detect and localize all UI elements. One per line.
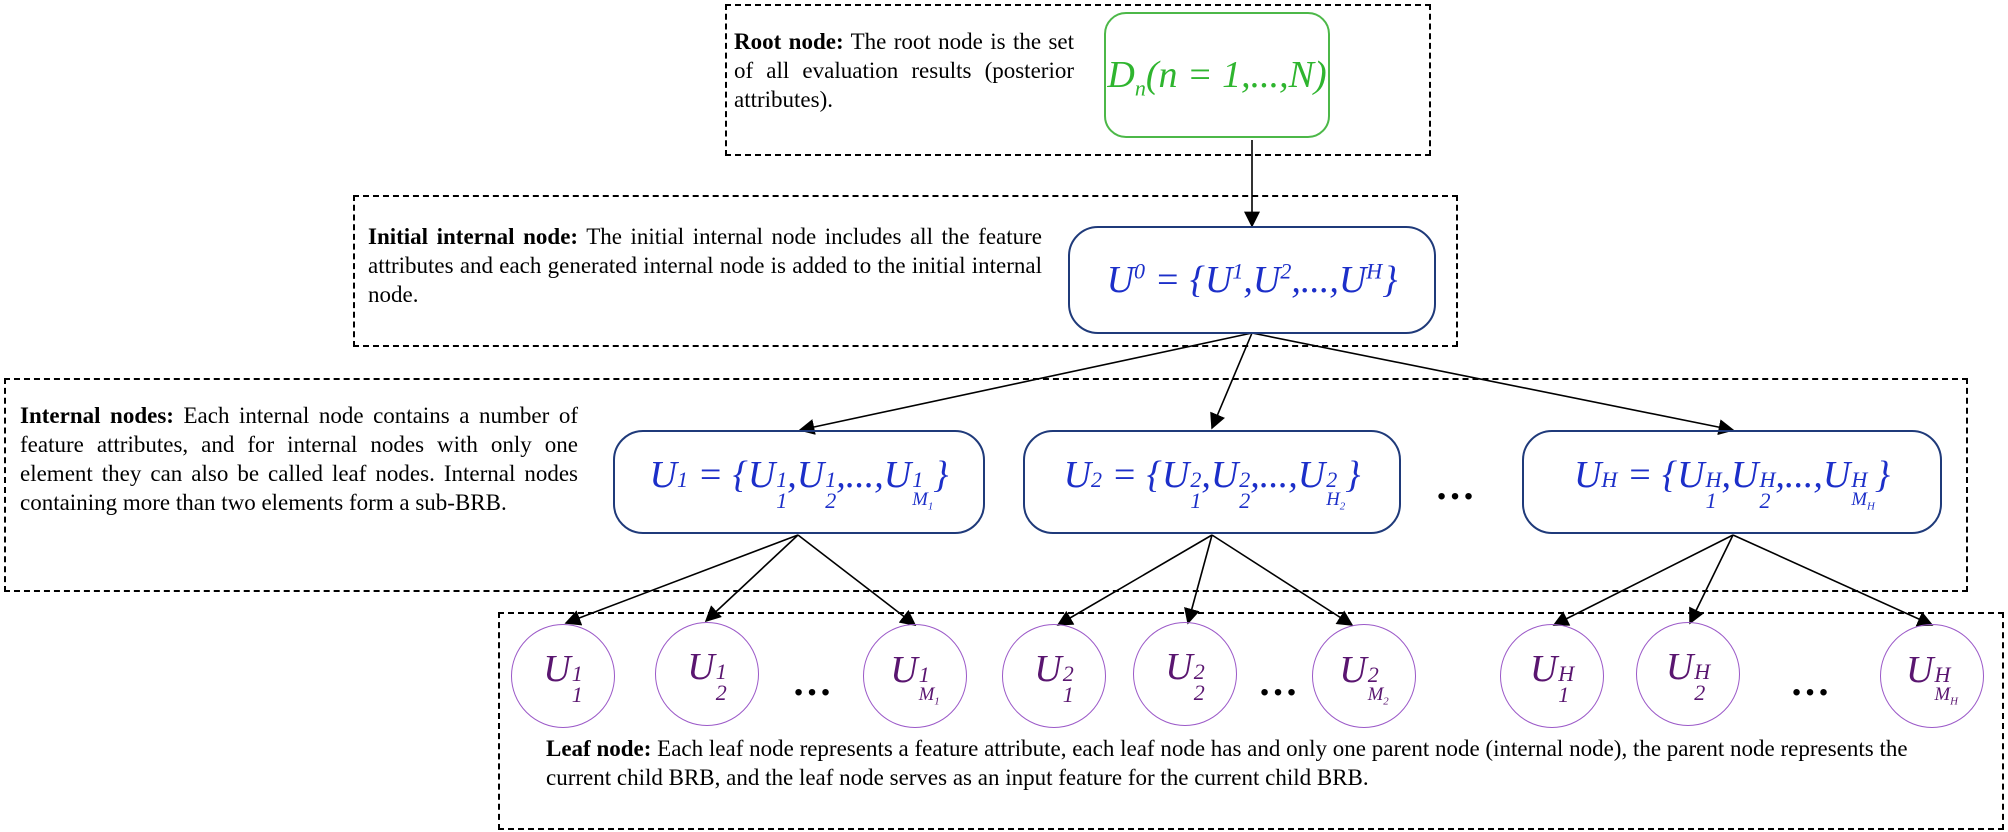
edge-initial-u2 bbox=[1210, 332, 1253, 430]
edge-u2-leaf3 bbox=[1211, 534, 1354, 626]
internal-ellipsis: … bbox=[1435, 463, 1477, 508]
root-group-box bbox=[725, 4, 1431, 156]
leaf-ellipsis-3: … bbox=[1790, 659, 1832, 704]
edge-u2-leaf2 bbox=[1184, 534, 1213, 625]
initial-internal-node: U0 = {U1,U2,...,UH} bbox=[1068, 226, 1436, 334]
leaf-ellipsis-1: … bbox=[792, 659, 834, 704]
internal-group-box bbox=[4, 378, 1968, 592]
edge-initial-u1 bbox=[798, 332, 1253, 435]
initial-group-box bbox=[353, 195, 1458, 347]
edge-initial-uh bbox=[1251, 332, 1735, 435]
edge-u1-leaf1 bbox=[564, 534, 799, 626]
leaf-ellipsis-2: … bbox=[1258, 659, 1300, 704]
edge-uh-leaf1 bbox=[1552, 534, 1734, 626]
initial-description: Initial internal node: The initial inter… bbox=[368, 224, 1042, 307]
edge-uh-leaf2 bbox=[1689, 534, 1734, 625]
root-node: Dn(n = 1,...,N) bbox=[1104, 12, 1330, 138]
edge-u2-leaf1 bbox=[1056, 534, 1213, 626]
root-description: Root node: The root node is the set of a… bbox=[734, 29, 1074, 112]
internal-description: Internal nodes: Each internal node conta… bbox=[20, 403, 578, 515]
edge-u1-leaf3 bbox=[797, 534, 917, 626]
edge-u1-leaf2 bbox=[704, 534, 799, 623]
leaf-group-box bbox=[498, 612, 2004, 830]
edge-uh-leaf3 bbox=[1732, 534, 1934, 627]
root-formula: Dn(n = 1,...,N) bbox=[1107, 54, 1327, 101]
leaf-description: Leaf node: Each leaf node represents a f… bbox=[546, 736, 1908, 790]
initial-formula: U0 = {U1,U2,...,UH} bbox=[1106, 258, 1398, 301]
